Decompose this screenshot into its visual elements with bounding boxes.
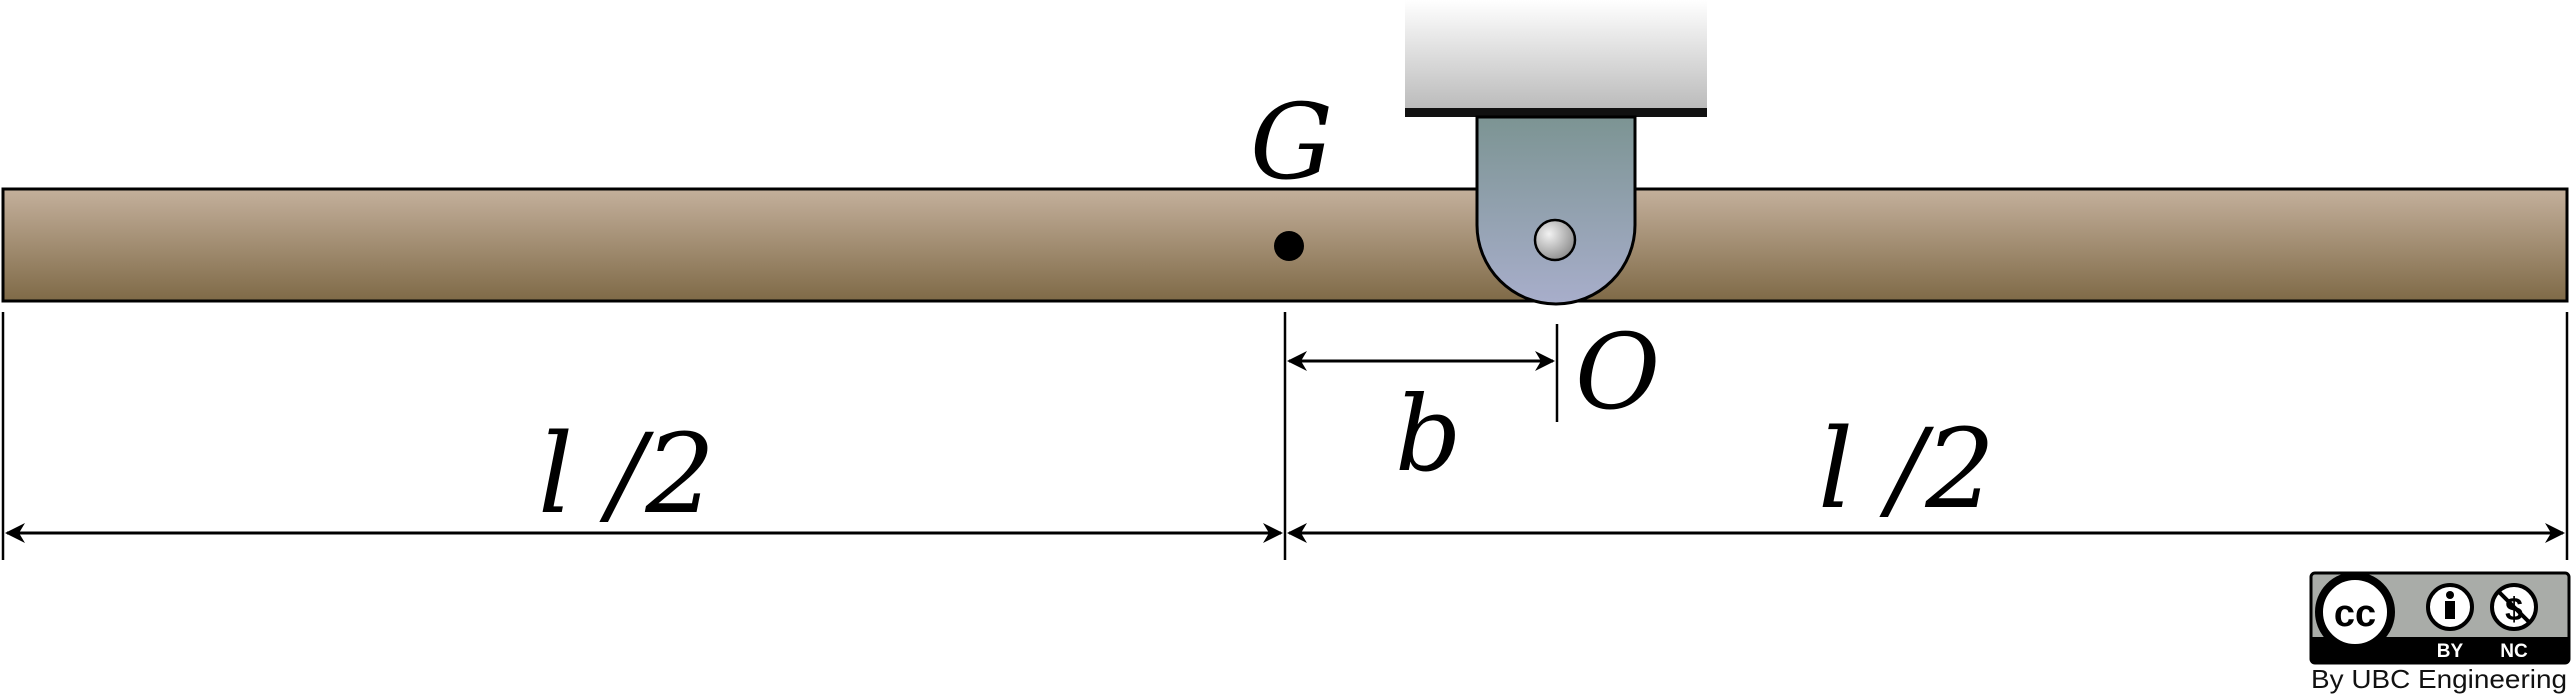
- label-b: b: [1395, 373, 1462, 495]
- pivot-bracket: [1475, 115, 1637, 306]
- ceiling-support: [1405, 0, 1707, 112]
- pivot-pin: [1533, 218, 1577, 262]
- ceiling-edge: [1405, 108, 1707, 117]
- label-O: O: [1575, 311, 1660, 433]
- cc-icon-text: cc: [2334, 593, 2376, 635]
- label-half-length-right: l /2: [1818, 405, 1995, 533]
- label-half-length-left: l /2: [538, 410, 715, 538]
- dollar-strike: [2496, 589, 2532, 625]
- cc-icon: [2315, 572, 2395, 652]
- center-of-mass-dot: [1274, 231, 1304, 261]
- person-icon-body: [2445, 601, 2455, 619]
- cc-by-nc-badge: cc $ BY NC: [2309, 571, 2571, 665]
- label-G: G: [1250, 81, 1333, 203]
- cc-nc-text: NC: [2500, 641, 2528, 662]
- credit-text: By UBC Engineering: [2311, 664, 2567, 694]
- cc-by-text: BY: [2437, 641, 2464, 662]
- person-icon-head: [2446, 591, 2454, 599]
